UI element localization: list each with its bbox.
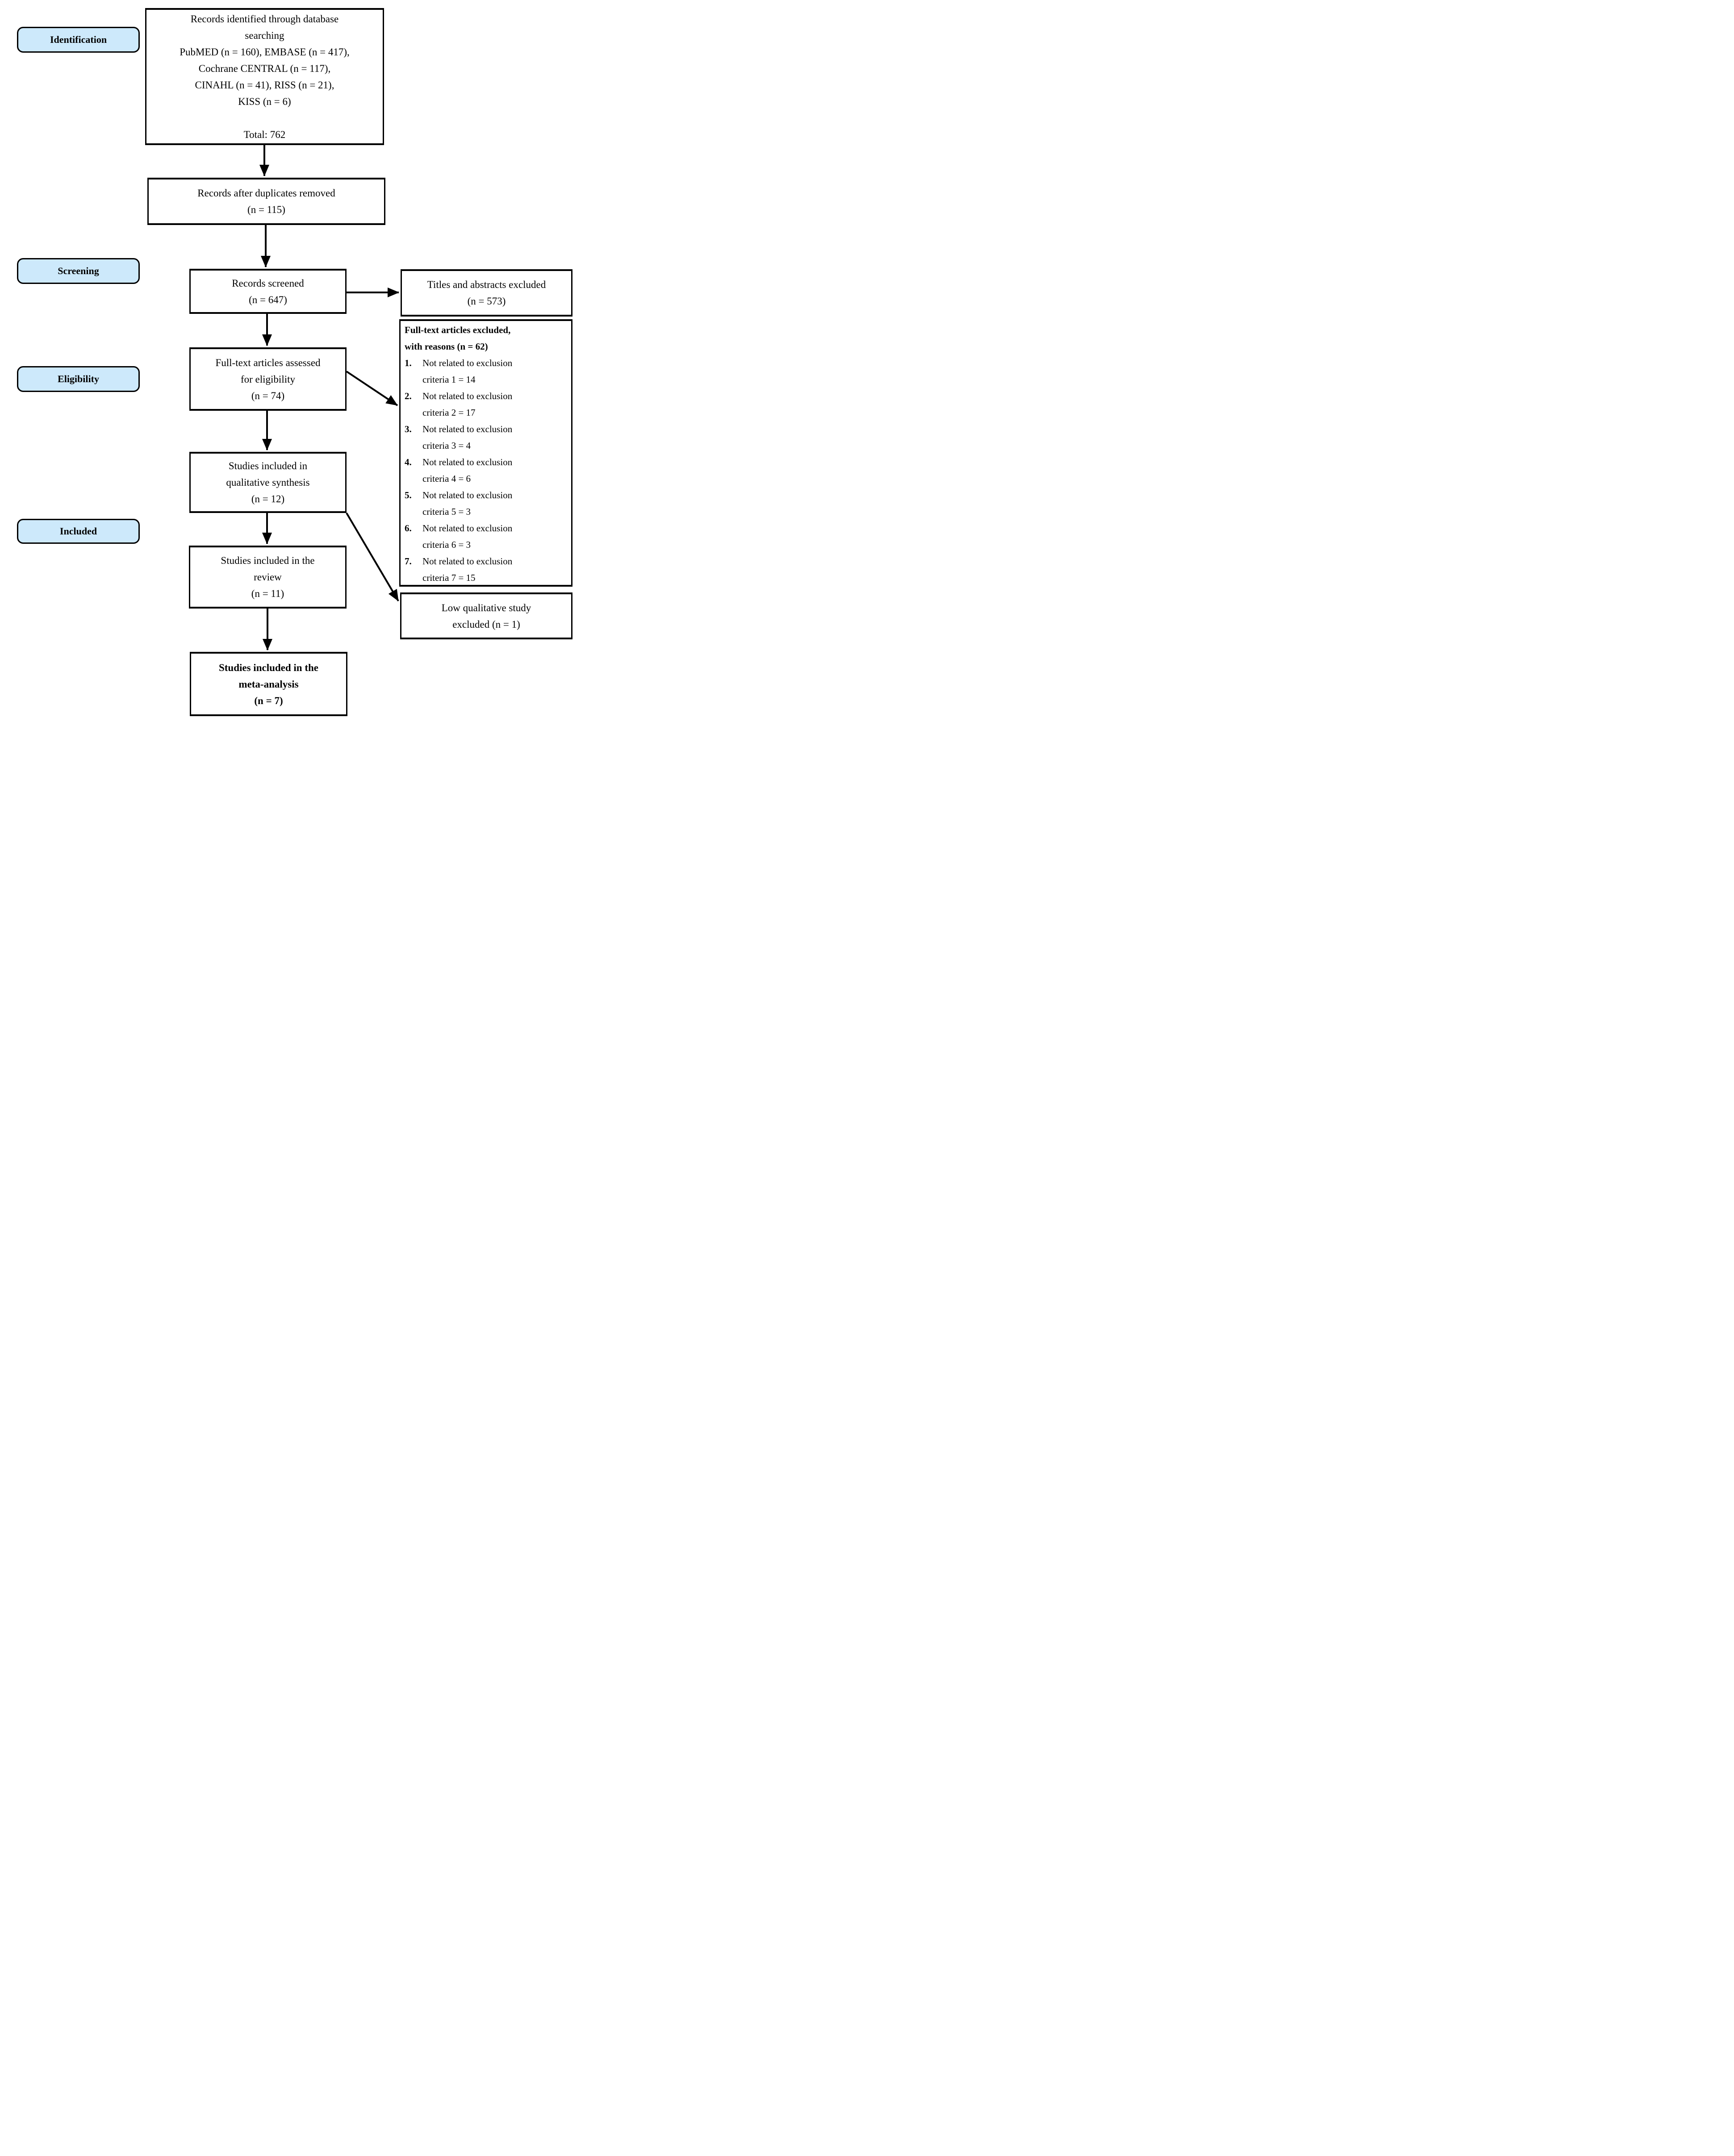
stage-label-identification: Identification xyxy=(17,27,140,53)
exclusion-item-text: Not related to exclusion criteria 7 = 15 xyxy=(422,556,513,583)
text-line: Studies included in the xyxy=(218,662,319,673)
exclusion-item: 2. Not related to exclusion criteria 2 =… xyxy=(405,388,568,421)
text-line: CINAHL (n = 41), RISS (n = 21), xyxy=(195,79,334,91)
exclusion-item: 5. Not related to exclusion criteria 5 =… xyxy=(405,487,568,520)
box-low-qualitative-study-excluded: Low qualitative study excluded (n = 1) xyxy=(400,592,572,639)
stage-label-eligibility: Eligibility xyxy=(17,366,140,392)
exclusion-heading-line: with reasons (n = 62) xyxy=(405,341,488,352)
text-line: Full-text articles assessed xyxy=(215,357,321,368)
text-line: KISS (n = 6) xyxy=(238,96,291,107)
text-line: Records identified through database xyxy=(190,13,339,25)
flow-arrows xyxy=(259,145,399,651)
text-line: Studies included in xyxy=(228,460,308,471)
arrow-assessed-to-fulltext-excluded xyxy=(346,371,398,406)
text-line: Records screened xyxy=(232,277,304,289)
box-records-after-duplicates-removed: Records after duplicates removed (n = 11… xyxy=(147,178,385,225)
text-line: (n = 573) xyxy=(467,296,506,307)
box-records-identified: Records identified through database sear… xyxy=(145,8,384,145)
text-line: Low qualitative study xyxy=(441,602,531,613)
exclusion-item-text: Not related to exclusion criteria 4 = 6 xyxy=(422,457,513,484)
exclusion-item: 3. Not related to exclusion criteria 3 =… xyxy=(405,421,568,454)
box-fulltext-articles-assessed: Full-text articles assessed for eligibil… xyxy=(189,347,347,411)
exclusion-item: 6. Not related to exclusion criteria 6 =… xyxy=(405,520,568,553)
exclusion-item-number: 6. xyxy=(405,523,412,534)
exclusion-item-number: 7. xyxy=(405,556,412,567)
text-line: review xyxy=(254,571,282,583)
exclusion-item-text: Not related to exclusion criteria 1 = 14 xyxy=(422,358,513,385)
box-included-in-review: Studies included in the review (n = 11) xyxy=(189,546,347,609)
exclusion-item-text: Not related to exclusion criteria 5 = 3 xyxy=(422,490,513,517)
text-line: qualitative synthesis xyxy=(226,477,310,488)
exclusion-item-number: 4. xyxy=(405,457,412,467)
text-line: meta-analysis xyxy=(238,678,299,690)
exclusion-item-number: 1. xyxy=(405,358,412,368)
text-line: Records after duplicates removed xyxy=(197,188,335,199)
text-line: Total: 762 xyxy=(243,129,286,140)
exclusion-item: 1. Not related to exclusion criteria 1 =… xyxy=(405,355,568,388)
exclusion-item-text: Not related to exclusion criteria 3 = 4 xyxy=(422,424,513,451)
text-line: searching xyxy=(245,29,284,41)
text-line: PubMED (n = 160), EMBASE (n = 417), xyxy=(180,46,350,58)
text-line xyxy=(146,110,383,126)
text-line: excluded (n = 1) xyxy=(452,618,520,630)
exclusion-item: 7. Not related to exclusion criteria 7 =… xyxy=(405,553,568,586)
box-fulltext-articles-excluded: Full-text articles excluded, with reason… xyxy=(399,319,572,587)
text-line: (n = 115) xyxy=(247,204,285,215)
text-line: (n = 647) xyxy=(249,294,287,305)
text-line: (n = 74) xyxy=(251,390,285,401)
exclusion-item: 4. Not related to exclusion criteria 4 =… xyxy=(405,454,568,487)
text-line: Titles and abstracts excluded xyxy=(427,279,546,290)
exclusion-item-number: 3. xyxy=(405,424,412,434)
box-qualitative-synthesis: Studies included in qualitative synthesi… xyxy=(189,452,347,513)
text-line: (n = 11) xyxy=(251,588,284,599)
text-line: for eligibility xyxy=(240,373,295,385)
arrow-qualitative-to-low-quality-excluded xyxy=(346,512,399,602)
text-line: Cochrane CENTRAL (n = 117), xyxy=(198,63,331,74)
text-line: Studies included in the xyxy=(221,555,315,566)
exclusion-item-number: 5. xyxy=(405,490,412,500)
prisma-flow-diagram: Identification Screening Eligibility Inc… xyxy=(0,0,578,719)
exclusion-heading-line: Full-text articles excluded, xyxy=(405,325,511,335)
box-included-in-meta-analysis: Studies included in the meta-analysis (n… xyxy=(190,652,347,716)
text-line: (n = 12) xyxy=(251,493,285,505)
box-records-screened: Records screened (n = 647) xyxy=(189,269,347,314)
exclusion-item-text: Not related to exclusion criteria 6 = 3 xyxy=(422,523,513,550)
exclusion-item-text: Not related to exclusion criteria 2 = 17 xyxy=(422,391,513,418)
exclusion-item-number: 2. xyxy=(405,391,412,401)
text-line: (n = 7) xyxy=(254,695,283,706)
box-titles-abstracts-excluded: Titles and abstracts excluded (n = 573) xyxy=(401,269,572,317)
stage-label-included: Included xyxy=(17,519,140,544)
stage-label-screening: Screening xyxy=(17,258,140,284)
